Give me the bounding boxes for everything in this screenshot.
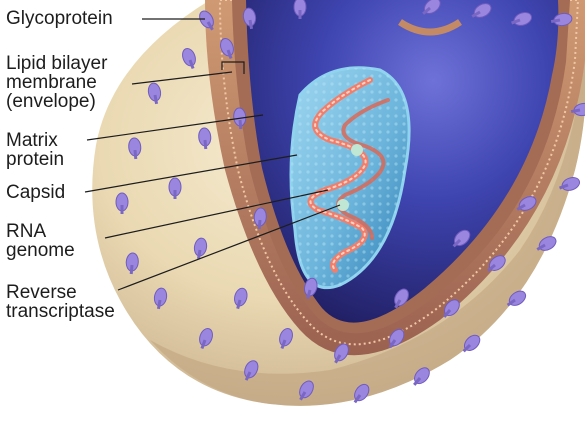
label-matrix-protein: Matrix protein xyxy=(6,131,64,169)
label-reverse-transcriptase: Reverse transcriptase xyxy=(6,283,115,321)
label-lipid-bilayer-membrane: Lipid bilayer membrane (envelope) xyxy=(6,54,107,111)
label-glycoprotein: Glycoprotein xyxy=(6,9,113,28)
label-rna-genome: RNA genome xyxy=(6,222,75,260)
enzyme-particle-1 xyxy=(351,144,363,156)
label-capsid: Capsid xyxy=(6,183,65,202)
